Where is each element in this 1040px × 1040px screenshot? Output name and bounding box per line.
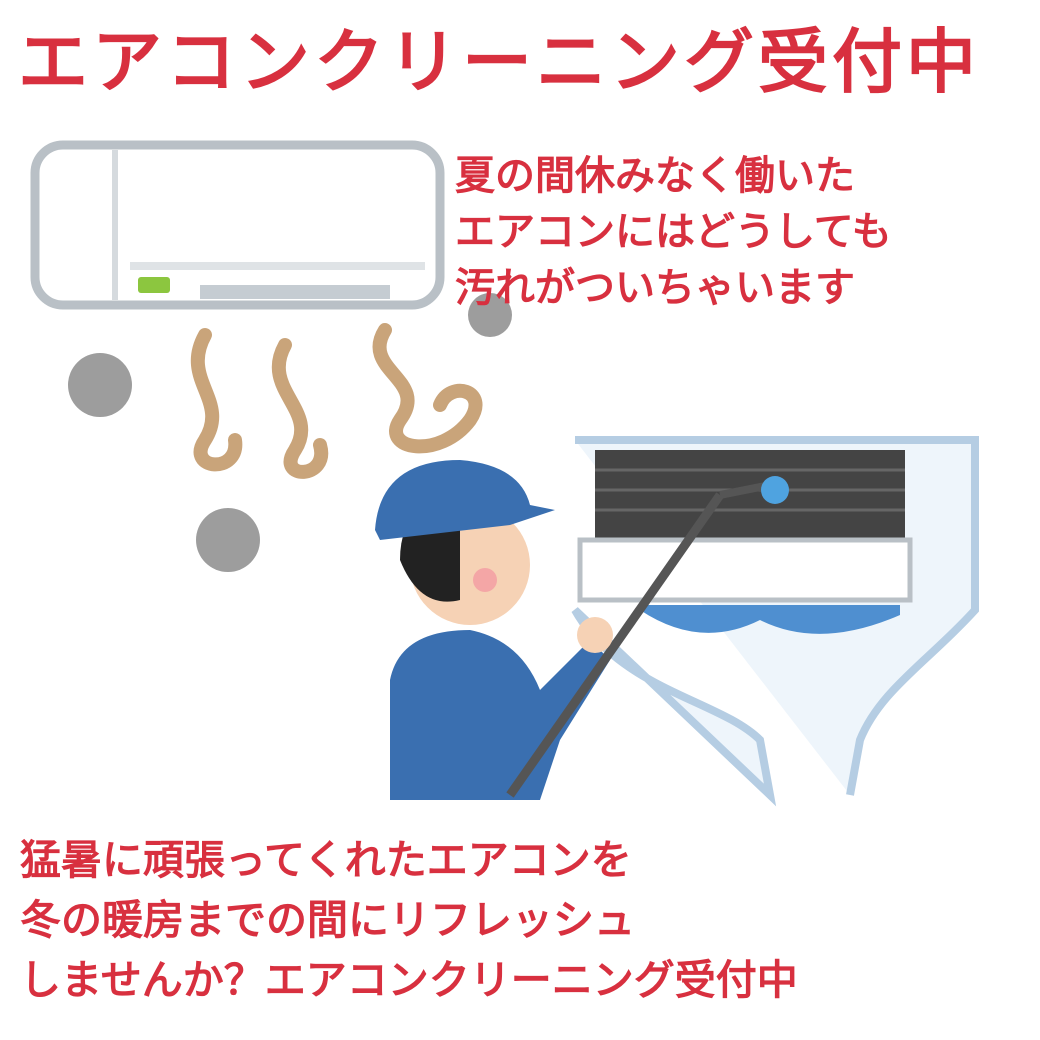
dust-swirls (190, 323, 483, 479)
bottom-message: 猛暑に頑張ってくれたエアコンを 冬の暖房までの間にリフレッシュ しませんか？エア… (20, 830, 798, 1010)
bottom-message-line: 猛暑に頑張ってくれたエアコンを (20, 836, 632, 884)
side-message-line: 汚れがついちゃいます (455, 265, 855, 311)
bottom-message-line: 冬の暖房までの間にリフレッシュ (20, 896, 635, 944)
page-title: エアコンクリーニング受付中 (18, 21, 980, 103)
smoke-puffs (68, 293, 512, 572)
dirty-air-conditioner (30, 140, 445, 310)
side-message-line: エアコンにはどうしても (455, 209, 892, 255)
side-message-line: 夏の間休みなく働いた (455, 153, 855, 199)
worker (375, 460, 789, 800)
side-message: 夏の間休みなく働いた エアコンにはどうしても 汚れがついちゃいます (455, 148, 892, 316)
cleaning-air-conditioner (571, 436, 979, 807)
bottom-message-line: しませんか？エアコンクリーニング受付中 (20, 956, 798, 1004)
